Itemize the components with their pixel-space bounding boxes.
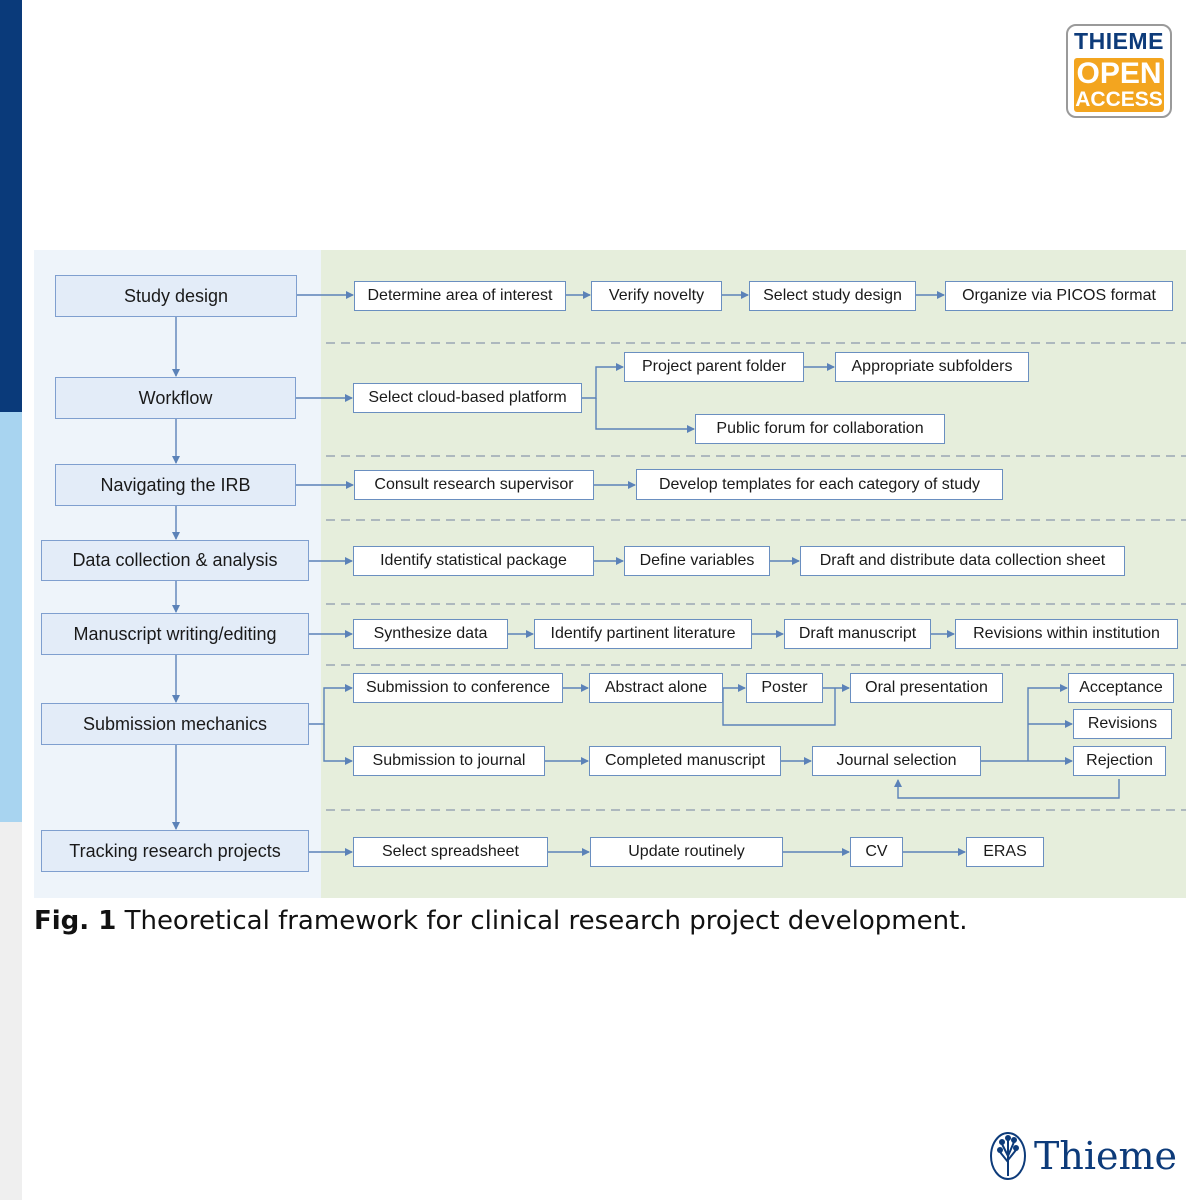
step-cloud-platform: Select cloud-based platform [353,383,582,413]
open-access-badge: THIEME OPEN ACCESS [1066,24,1172,118]
step-draft-manuscript: Draft manuscript [784,619,931,649]
step-eras: ERAS [966,837,1044,867]
stage-data-collection: Data collection & analysis [41,540,309,581]
step-determine-area: Determine area of interest [354,281,566,311]
stage-workflow: Workflow [55,377,296,419]
step-oral-presentation: Oral presentation [850,673,1003,703]
step-identify-literature: Identify partinent literature [534,619,752,649]
step-verify-novelty: Verify novelty [591,281,722,311]
step-data-collection-sheet: Draft and distribute data collection she… [800,546,1125,576]
step-update-routinely: Update routinely [590,837,783,867]
step-project-parent-folder: Project parent folder [624,352,804,382]
stage-submission-mechanics: Submission mechanics [41,703,309,745]
left-bar-dark [0,0,22,412]
step-picos-format: Organize via PICOS format [945,281,1173,311]
step-statistical-package: Identify statistical package [353,546,594,576]
stage-navigating-irb: Navigating the IRB [55,464,296,506]
thieme-logo: Thieme [986,1130,1177,1186]
step-journal-selection: Journal selection [812,746,981,776]
step-select-study-design: Select study design [749,281,916,311]
badge-publisher: THIEME [1074,28,1164,54]
logo-text: Thieme [1034,1134,1177,1178]
step-completed-manuscript: Completed manuscript [589,746,781,776]
step-select-spreadsheet: Select spreadsheet [353,837,548,867]
left-bar-light [0,412,22,822]
tree-icon [990,1132,1026,1180]
step-submission-conference: Submission to conference [353,673,563,703]
row-separators [326,342,1186,811]
connector-lines [172,291,1186,856]
step-revisions-institution: Revisions within institution [955,619,1178,649]
caption-text: Theoretical framework for clinical resea… [116,906,968,936]
step-poster: Poster [746,673,823,703]
step-abstract-alone: Abstract alone [589,673,723,703]
step-rejection: Rejection [1073,746,1166,776]
step-consult-supervisor: Consult research supervisor [354,470,594,500]
step-develop-templates: Develop templates for each category of s… [636,469,1003,500]
stage-tracking-projects: Tracking research projects [41,830,309,872]
stage-manuscript-writing: Manuscript writing/editing [41,613,309,655]
step-revisions: Revisions [1073,709,1172,739]
step-cv: CV [850,837,903,867]
step-define-variables: Define variables [624,546,770,576]
stage-study-design: Study design [55,275,297,317]
figure-caption: Fig. 1 Theoretical framework for clinica… [34,906,968,936]
badge-open-access: OPEN ACCESS [1074,58,1164,112]
badge-open: OPEN [1076,57,1162,90]
step-public-forum: Public forum for collaboration [695,414,945,444]
step-submission-journal: Submission to journal [353,746,545,776]
left-bar-grey [0,822,22,1200]
framework-diagram: Study design Workflow Navigating the IRB… [34,250,1186,898]
caption-label: Fig. 1 [34,906,117,936]
step-synthesize-data: Synthesize data [353,619,508,649]
step-appropriate-subfolders: Appropriate subfolders [835,352,1029,382]
badge-access: ACCESS [1075,88,1163,111]
step-acceptance: Acceptance [1068,673,1174,703]
